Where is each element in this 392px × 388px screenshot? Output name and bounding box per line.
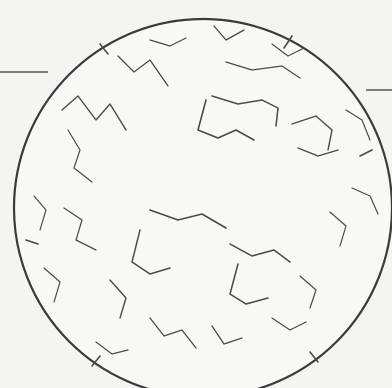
sphere-outline (14, 19, 392, 388)
